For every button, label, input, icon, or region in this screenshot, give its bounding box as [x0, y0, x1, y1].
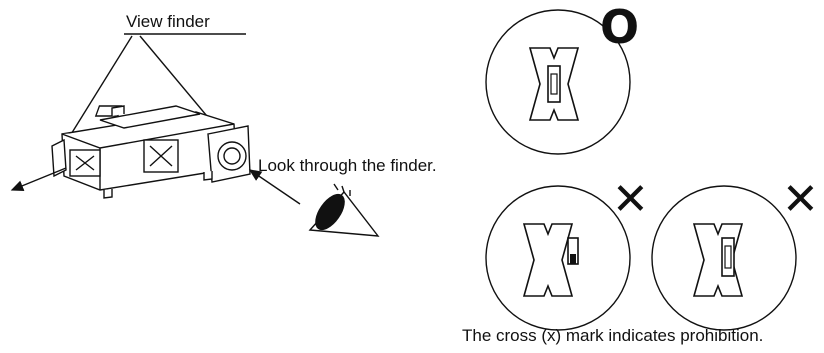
- direction-arrow-left: [10, 167, 67, 191]
- direction-arrow-right: [248, 169, 301, 205]
- cross-mark-icon: ✕: [782, 174, 819, 225]
- prohibition-note: The cross (x) mark indicates prohibition…: [462, 326, 764, 345]
- eye-icon: [308, 183, 380, 237]
- reticle-view-wrong-2: [651, 185, 797, 331]
- reticle-view-wrong-1: [485, 185, 631, 331]
- circle-mark-icon: O: [600, 0, 640, 54]
- device-illustration: [51, 105, 251, 199]
- reticle-view-correct: [485, 9, 631, 155]
- look-through-label: Look through the finder.: [258, 156, 437, 175]
- view-finder-label: View finder: [126, 12, 210, 31]
- cross-mark-icon: ✕: [612, 174, 649, 225]
